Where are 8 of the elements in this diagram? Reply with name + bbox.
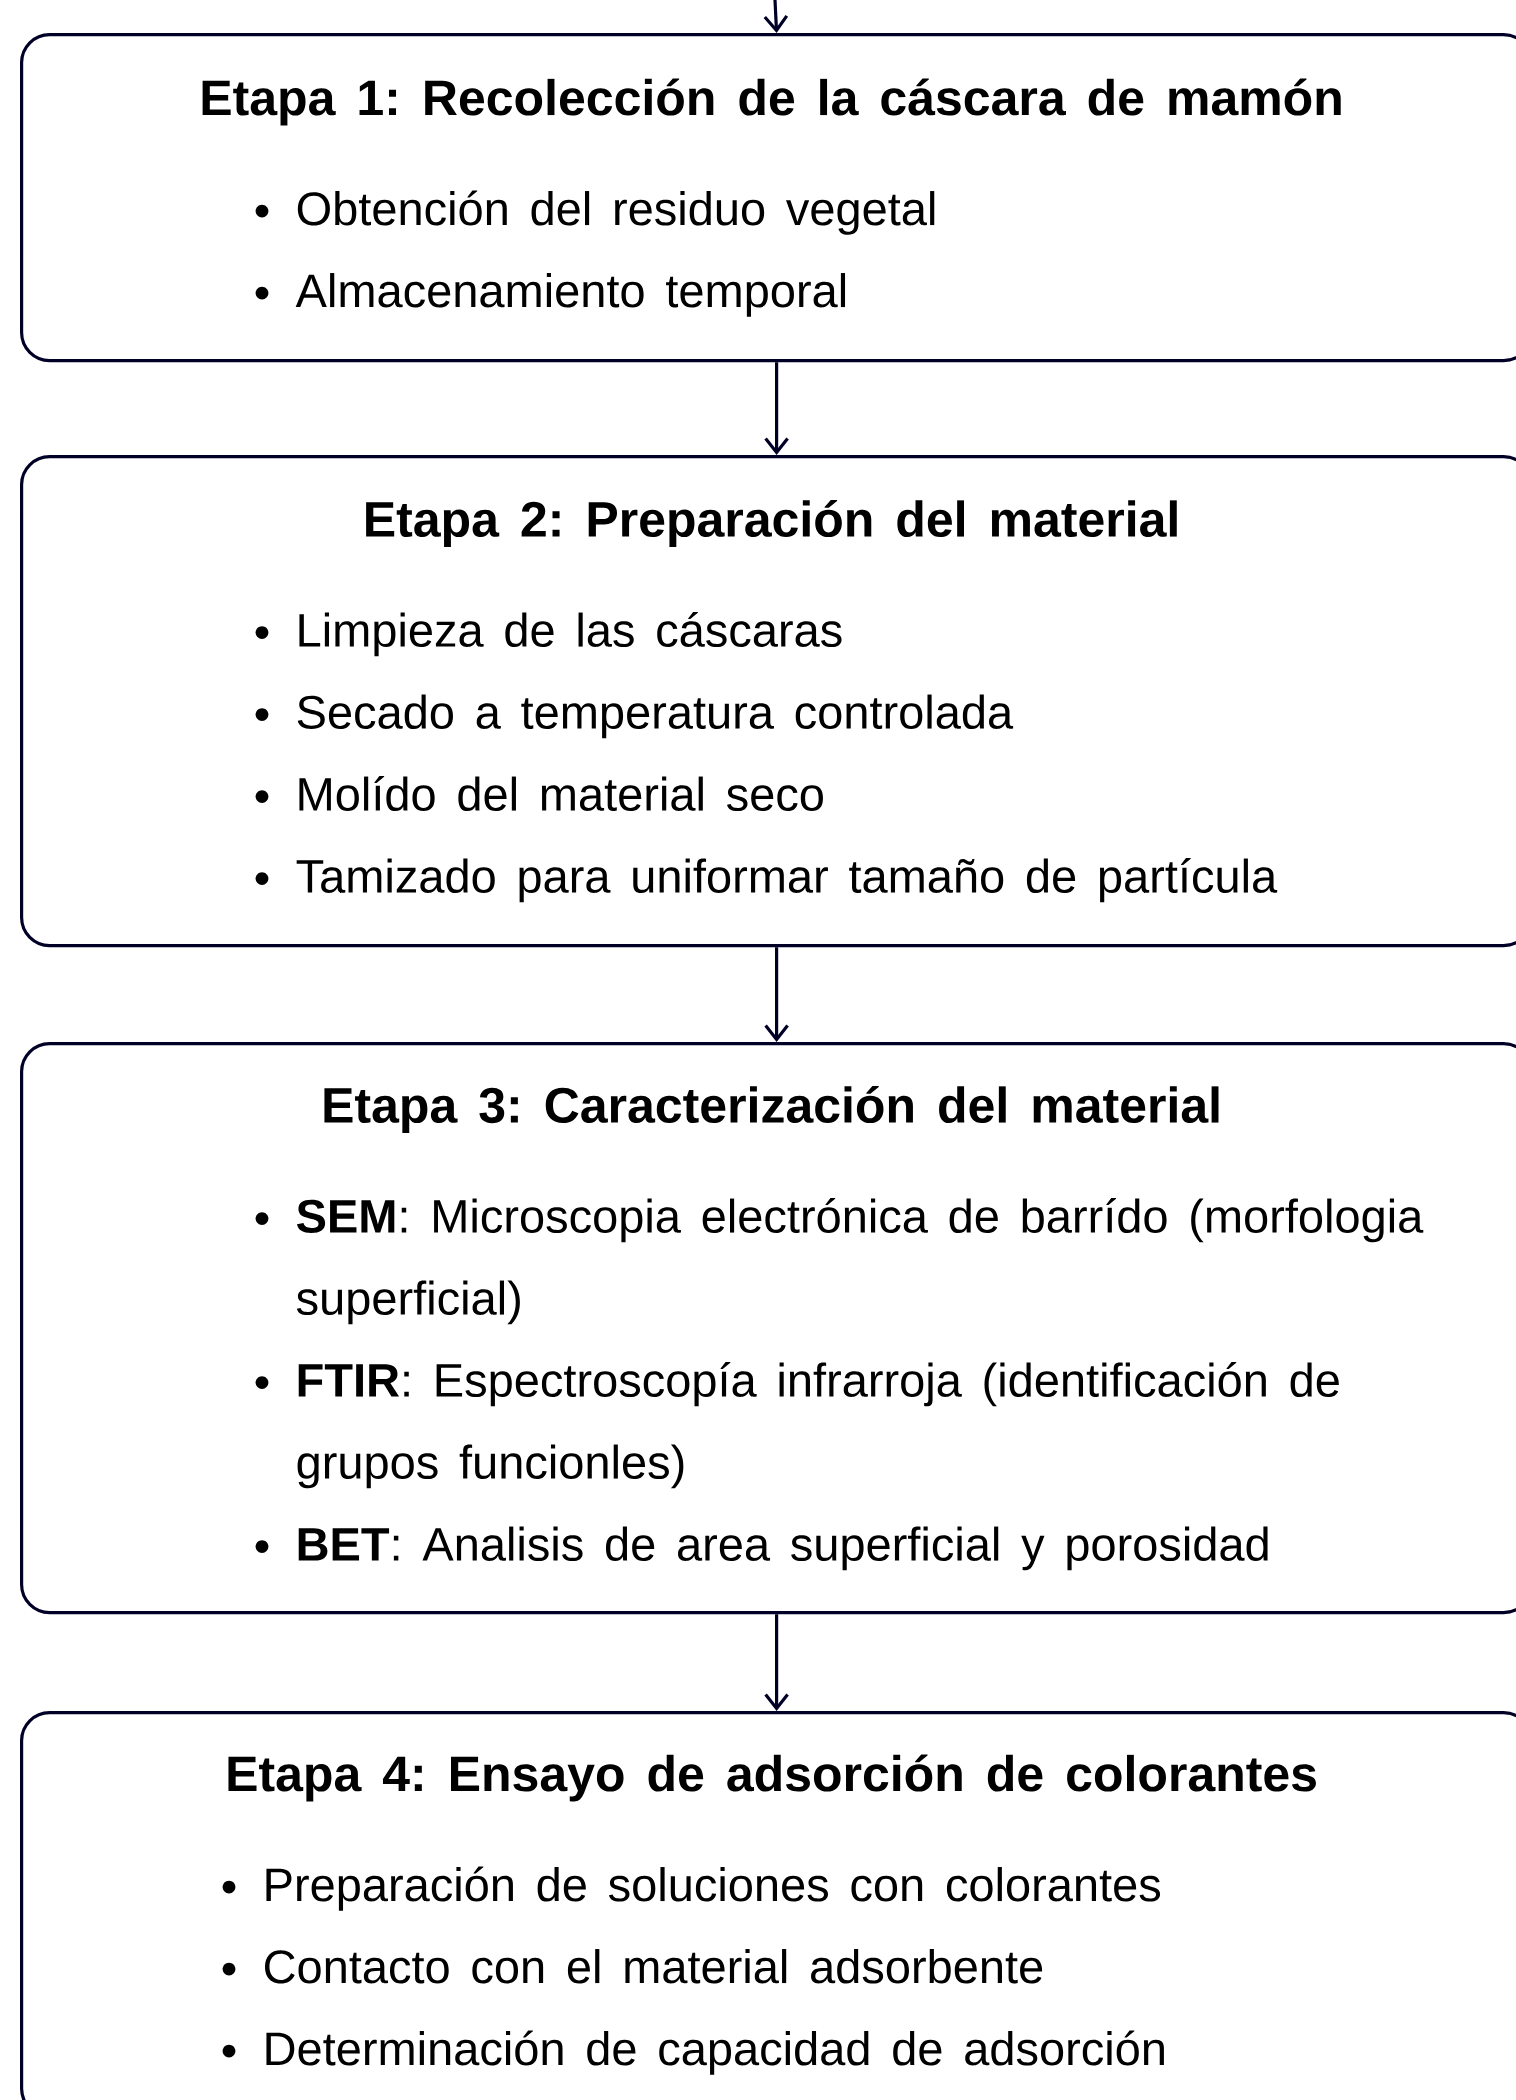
process-box: Etapa 3: Caracterización del material SEM: Microscopia electrónica de barrído (morfologia superficial) FTIR: Espectroscopía infrarroja (identificación de grupos funcionles) BET: Analisis de area superficial y porosidad <box>20 1042 1516 1615</box>
arrow <box>764 362 789 456</box>
process-box: Etapa 2: Preparación del material Limpieza de las cáscaras Secado a temperatura controlada Molído del material seco Tamizado para uniformar tamaño de partícula <box>20 455 1516 948</box>
arrow <box>764 1614 789 1711</box>
arrow <box>764 947 789 1042</box>
arrow <box>763 0 789 33</box>
process-box: Etapa 4: Ensayo de adsorción de colorantes Preparación de soluciones con colorantes Contacto con el material adsorbente Determinación de capacidad de adsorción <box>20 1711 1516 2100</box>
process-box: Etapa 1: Recolección de la cáscara de mamón Obtención del residuo vegetal Almacenamiento temporal <box>20 33 1516 363</box>
